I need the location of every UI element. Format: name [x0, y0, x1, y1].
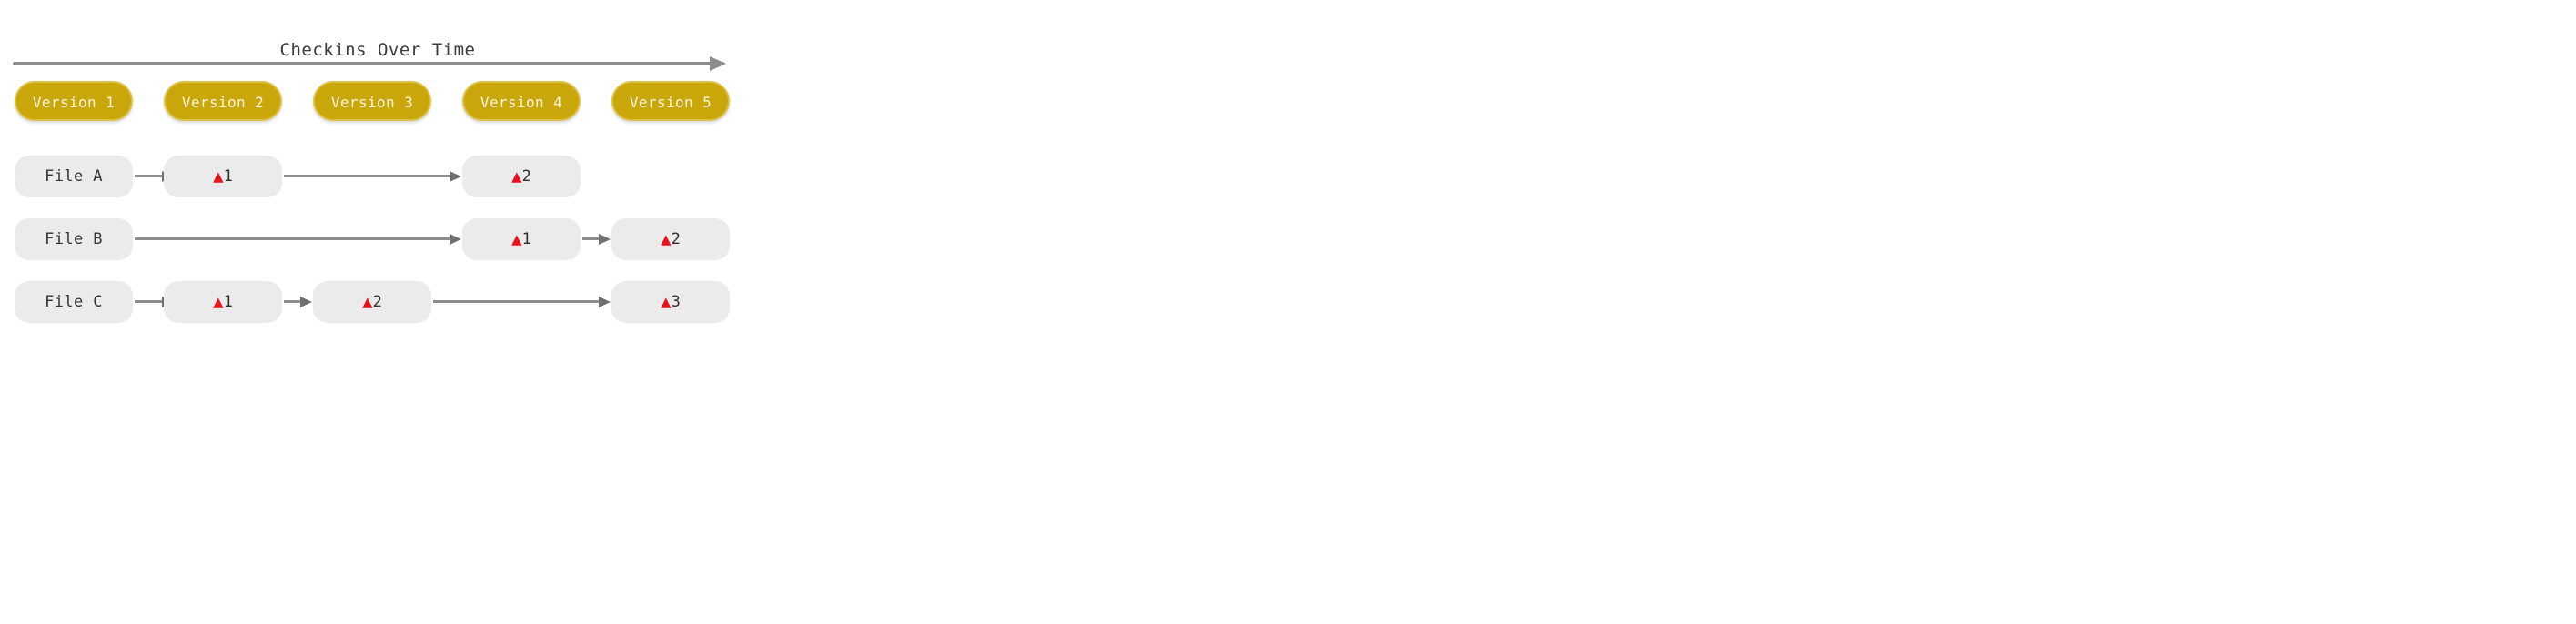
arrow-head-icon — [450, 171, 461, 182]
node-file-c-v5[interactable]: ▲3 — [611, 281, 730, 323]
delta-icon: ▲ — [661, 292, 672, 312]
node-file-b-v4[interactable]: ▲1 — [462, 218, 581, 260]
node-file-b-v5[interactable]: ▲2 — [611, 218, 730, 260]
delta-number: 2 — [671, 230, 681, 248]
timeline-arrow-icon — [710, 56, 726, 71]
delta-icon: ▲ — [362, 292, 373, 312]
delta-icon: ▲ — [213, 292, 224, 312]
file-label-a: File A — [15, 156, 133, 197]
arrow-head-icon — [599, 234, 611, 245]
delta-number: 1 — [223, 167, 233, 186]
file-label-b: File B — [15, 218, 133, 260]
arrow-head-icon — [300, 297, 312, 307]
node-file-c-v1[interactable]: ▲1 — [164, 281, 282, 323]
connector-a-v1-to-v4 — [284, 175, 453, 177]
delta-icon: ▲ — [661, 229, 672, 249]
connector-c-v3-to-v5 — [433, 300, 602, 303]
version-pill-1[interactable]: Version 1 — [15, 81, 133, 121]
delta-icon: ▲ — [511, 229, 522, 249]
node-file-a-v4[interactable]: ▲2 — [462, 156, 581, 197]
version-pill-4[interactable]: Version 4 — [462, 81, 581, 121]
connector-c-v1-to-v3 — [284, 300, 304, 303]
delta-number: 3 — [671, 293, 681, 311]
delta-number: 2 — [521, 167, 531, 186]
delta-icon: ▲ — [511, 166, 522, 186]
arrow-head-icon — [599, 297, 611, 307]
delta-number: 1 — [223, 293, 233, 311]
connector-a-label-to-v1 — [135, 175, 166, 177]
version-pill-5[interactable]: Version 5 — [611, 81, 730, 121]
delta-number: 1 — [521, 230, 531, 248]
delta-icon: ▲ — [213, 166, 224, 186]
arrow-head-icon — [450, 234, 461, 245]
file-label-c: File C — [15, 281, 133, 323]
version-pill-3[interactable]: Version 3 — [313, 81, 431, 121]
connector-c-label-to-v1 — [135, 300, 166, 303]
delta-number: 2 — [372, 293, 382, 311]
node-file-a-v1[interactable]: ▲1 — [164, 156, 282, 197]
timeline-axis-line — [13, 62, 724, 65]
connector-b-label-to-v4 — [135, 237, 453, 240]
connector-b-v4-to-v5 — [582, 237, 602, 240]
axis-title: Checkins Over Time — [279, 40, 476, 60]
version-pill-2[interactable]: Version 2 — [164, 81, 282, 121]
node-file-c-v3[interactable]: ▲2 — [313, 281, 431, 323]
